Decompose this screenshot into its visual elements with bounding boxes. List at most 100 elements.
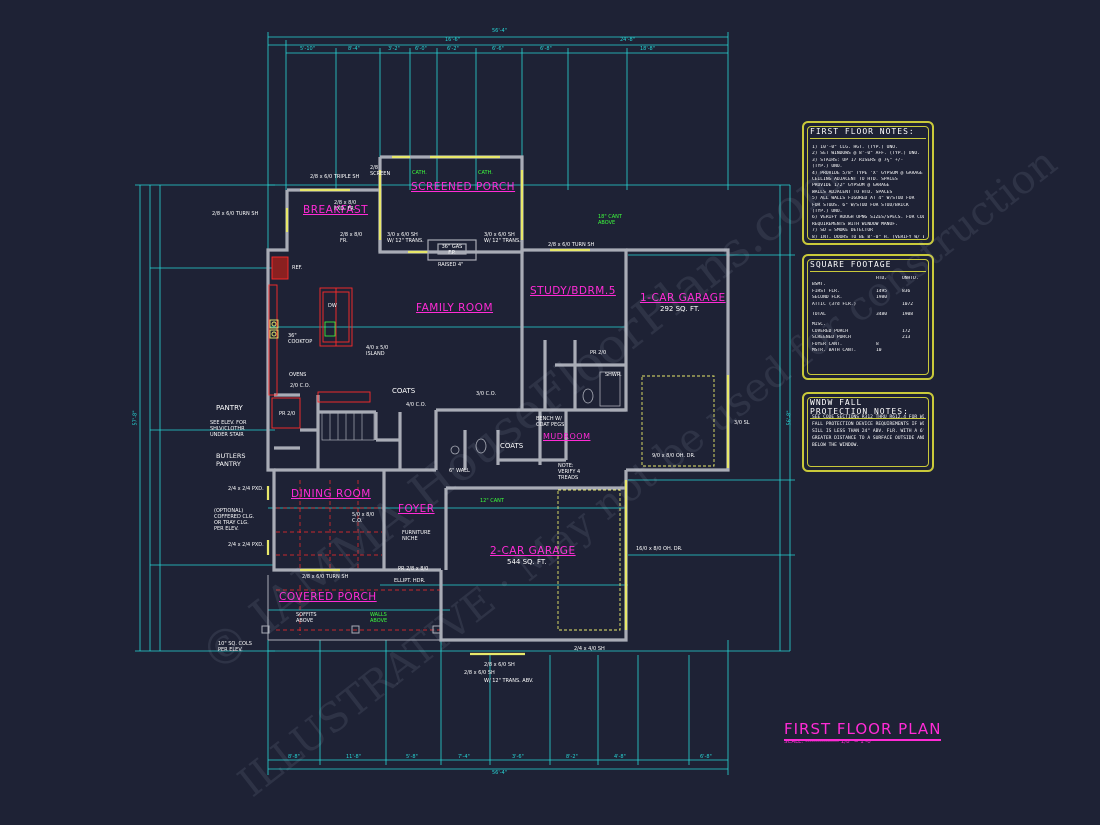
label-triple-sh: 2/8 x 6/0 TRIPLE SH (310, 174, 360, 180)
sq-row-label: COVERED PORCH (812, 328, 848, 334)
label-rtp: 3/0 SL (734, 420, 750, 426)
note-line: 7) SD = SMOKE DETECTOR (812, 228, 873, 234)
one-car-garage-area: 292 SQ. FT. (660, 305, 700, 313)
label-cath-2: CATH. (478, 170, 493, 176)
label-coats-2: COATS (500, 442, 524, 450)
label-soffits: SOFFITS ABOVE (296, 612, 317, 624)
room-label-two-car-garage: 2-CAR GARAGE (490, 545, 576, 557)
dim-bottom-seg: 6'-8" (700, 754, 712, 760)
label-ovens: OVENS (289, 372, 307, 378)
note-line: PROVIDE 1/2" GYPSUM @ GARAGE (812, 183, 890, 189)
sq-row-htd: 3480 (876, 312, 888, 318)
label-garage-door-1: 9/0 x 8/0 OH. DR. (652, 453, 696, 459)
note-line: 4) PROVIDE 5/8" TYPE 'X' GYPSUM @ GARAGE (812, 170, 923, 176)
sq-row-label: MISC. (812, 322, 826, 328)
dim-top-seg: 18'-8" (640, 46, 656, 52)
note-line: SEE CODE SECTIONS R312 THRU R612.4 FOR W… (812, 415, 924, 420)
label-co-20: 2/0 C.O. (290, 383, 311, 389)
sq-row-label: FOYER CANT. (812, 341, 843, 347)
note-line: 1) 10'-0" CLG. HGT. (TYP.) UNO. (812, 145, 898, 150)
room-label-foyer: FOYER (398, 503, 435, 515)
label-raised: RAISED 4" (438, 262, 464, 268)
note-line: 6) VERIFY ROUGH OPNG SIZES/SPECS. FOR CO… (812, 215, 924, 221)
label-front-window-2: 2/8 x 6/0 SH (464, 670, 495, 676)
walls (266, 155, 730, 642)
sq-row-label: TOTAL (812, 312, 826, 318)
label-cath-1: CATH. (412, 170, 427, 176)
dim-top-seg: 5'-10" (300, 46, 316, 52)
bath-fixtures (450, 371, 621, 455)
note-line: 5) ALL WALLS FIGURED AT 4" W/STUD FOR (812, 196, 915, 202)
dim-top-seg: 6'-2" (447, 46, 459, 52)
window-fall-notes-lines: SEE CODE SECTIONS R312 THRU R612.4 FOR W… (812, 414, 924, 449)
note-line: FOR STUDS. 6" W/STUD FOR STUD/BRICK (812, 202, 909, 208)
label-ellipt-hdr: ELLIPT. HDR. (394, 578, 426, 584)
note-line: (TYP.) UNO. (812, 209, 843, 215)
windows (266, 155, 730, 656)
label-pxd-1: 2/4 x 2/4 PXD. (228, 486, 264, 492)
dim-top-row2-right: 24'-8" (620, 37, 636, 43)
note-line: SILL IS LESS THAN 24" ABV. FLR. WITH A 6… (812, 429, 924, 434)
label-fxd-fr: 2/8 x 8/0 FXD. FR. (334, 200, 357, 212)
note-line: 8) INT. DOORS TO BE 8'-0" H. (VERIFY W/ … (812, 234, 924, 240)
dim-bottom-seg: 3'-6" (512, 754, 524, 760)
two-car-garage-area: 544 SQ. FT. (507, 558, 547, 566)
dim-top-seg: 3'-2" (388, 46, 400, 52)
label-sh-trans: 3/0 x 6/0 SH W/ 12" TRANS. (387, 232, 424, 244)
dim-top-overall: 56'-4" (492, 28, 508, 34)
sq-row-htd: 1980 (876, 295, 888, 301)
label-turn-sh-breakfast: 2/8 x 6/0 TURN SH (212, 211, 259, 217)
note-line: (TYP.) UNO. (812, 164, 843, 170)
dim-top-row2-left: 16'-6" (445, 37, 461, 43)
sq-row-htd: 8 (876, 341, 879, 347)
first-floor-notes-lines: 1) 10'-0" CLG. HGT. (TYP.) UNO.2) SET WI… (812, 145, 924, 241)
label-island: 4/0 x 5/0 ISLAND (366, 345, 389, 357)
sq-header-htd: HTD. (876, 276, 888, 281)
note-line: FALL PROTECTION DEVICE REQUIREMENTS IF W… (812, 422, 924, 427)
label-front-window-1: 2/8 x 6/0 SH (484, 662, 515, 668)
island-sink-icon (324, 321, 336, 337)
label-co-30: 3/0 C.O. (476, 391, 497, 397)
sq-footage-row: SECOND FLR.1980 (812, 295, 924, 301)
fireplace (427, 239, 477, 261)
first-floor-notes-title: FIRST FLOOR NOTES: (810, 127, 926, 139)
note-line: 2) SET WINDOWS @ 8'-0" AFF. (TYP.) UNO. (812, 151, 920, 157)
label-garage-window: 2/4 x 4/0 SH (574, 646, 605, 652)
sq-footage-row: FOYER CANT. 8 (812, 342, 924, 348)
label-turn-sh-study: 2/8 x 6/0 TURN SH (548, 242, 595, 248)
sq-row-unhtd: 1908 (902, 312, 914, 318)
label-cooktop: 36" COOKTOP (288, 333, 313, 345)
sq-header-unhtd: UNHTD. (902, 276, 919, 281)
dim-bottom-overall: 56'-4" (492, 770, 508, 776)
room-label-breakfast: BREAKFAST (303, 204, 369, 216)
sq-footage-row: MISC. (812, 322, 924, 328)
note-line: GREATER DISTANCE TO A SURFACE OUTSIDE AN… (812, 436, 924, 441)
sq-row-htd: 10 (876, 348, 882, 354)
label-12-cant: 12" CANT (480, 498, 504, 504)
square-footage-box: SQUARE FOOTAGE HTD.UNHTD. BSMT.FIRST FLR… (802, 254, 934, 380)
sq-row-unhtd: 1072 (902, 301, 914, 307)
covered-porch-edge (261, 575, 441, 641)
label-butlers-pantry: BUTLERS PANTRY (216, 452, 246, 468)
dim-bottom-seg: 8'-2" (566, 754, 578, 760)
label-6-wall: 6" WALL (449, 468, 470, 474)
sq-row-htd: 1495 (876, 288, 888, 294)
sq-row-label: ATTIC (3rd FLR.) (812, 301, 857, 307)
note-line: CEILING ADJACENT TO HTD. SPACES (812, 177, 898, 183)
label-cols: 10" SQ. COLS PER ELEV. (218, 641, 252, 653)
cooktop-icon (269, 319, 279, 339)
dim-bottom-seg: 11'-8" (346, 754, 362, 760)
sq-row-label: FIRST FLR. (812, 288, 840, 294)
label-pantry-door: PR 2/0 (279, 411, 296, 417)
note-line: BELOW THE WINDOW. (812, 443, 860, 448)
square-footage-title: SQUARE FOOTAGE (810, 260, 926, 272)
label-ref: REF. (292, 265, 303, 271)
window-fall-notes-title: WNDW FALL PROTECTION NOTES: (810, 398, 926, 419)
dim-right-overall: 56'-8" (786, 410, 793, 426)
note-line: WALLS ADJACENT TO HTD. SPACES (812, 189, 893, 195)
label-walls-above: WALLS ABOVE (370, 612, 388, 624)
sq-footage-row: ATTIC (3rd FLR.) 1072 (812, 302, 924, 308)
sq-row-label: SCREENED PORCH (812, 335, 851, 341)
